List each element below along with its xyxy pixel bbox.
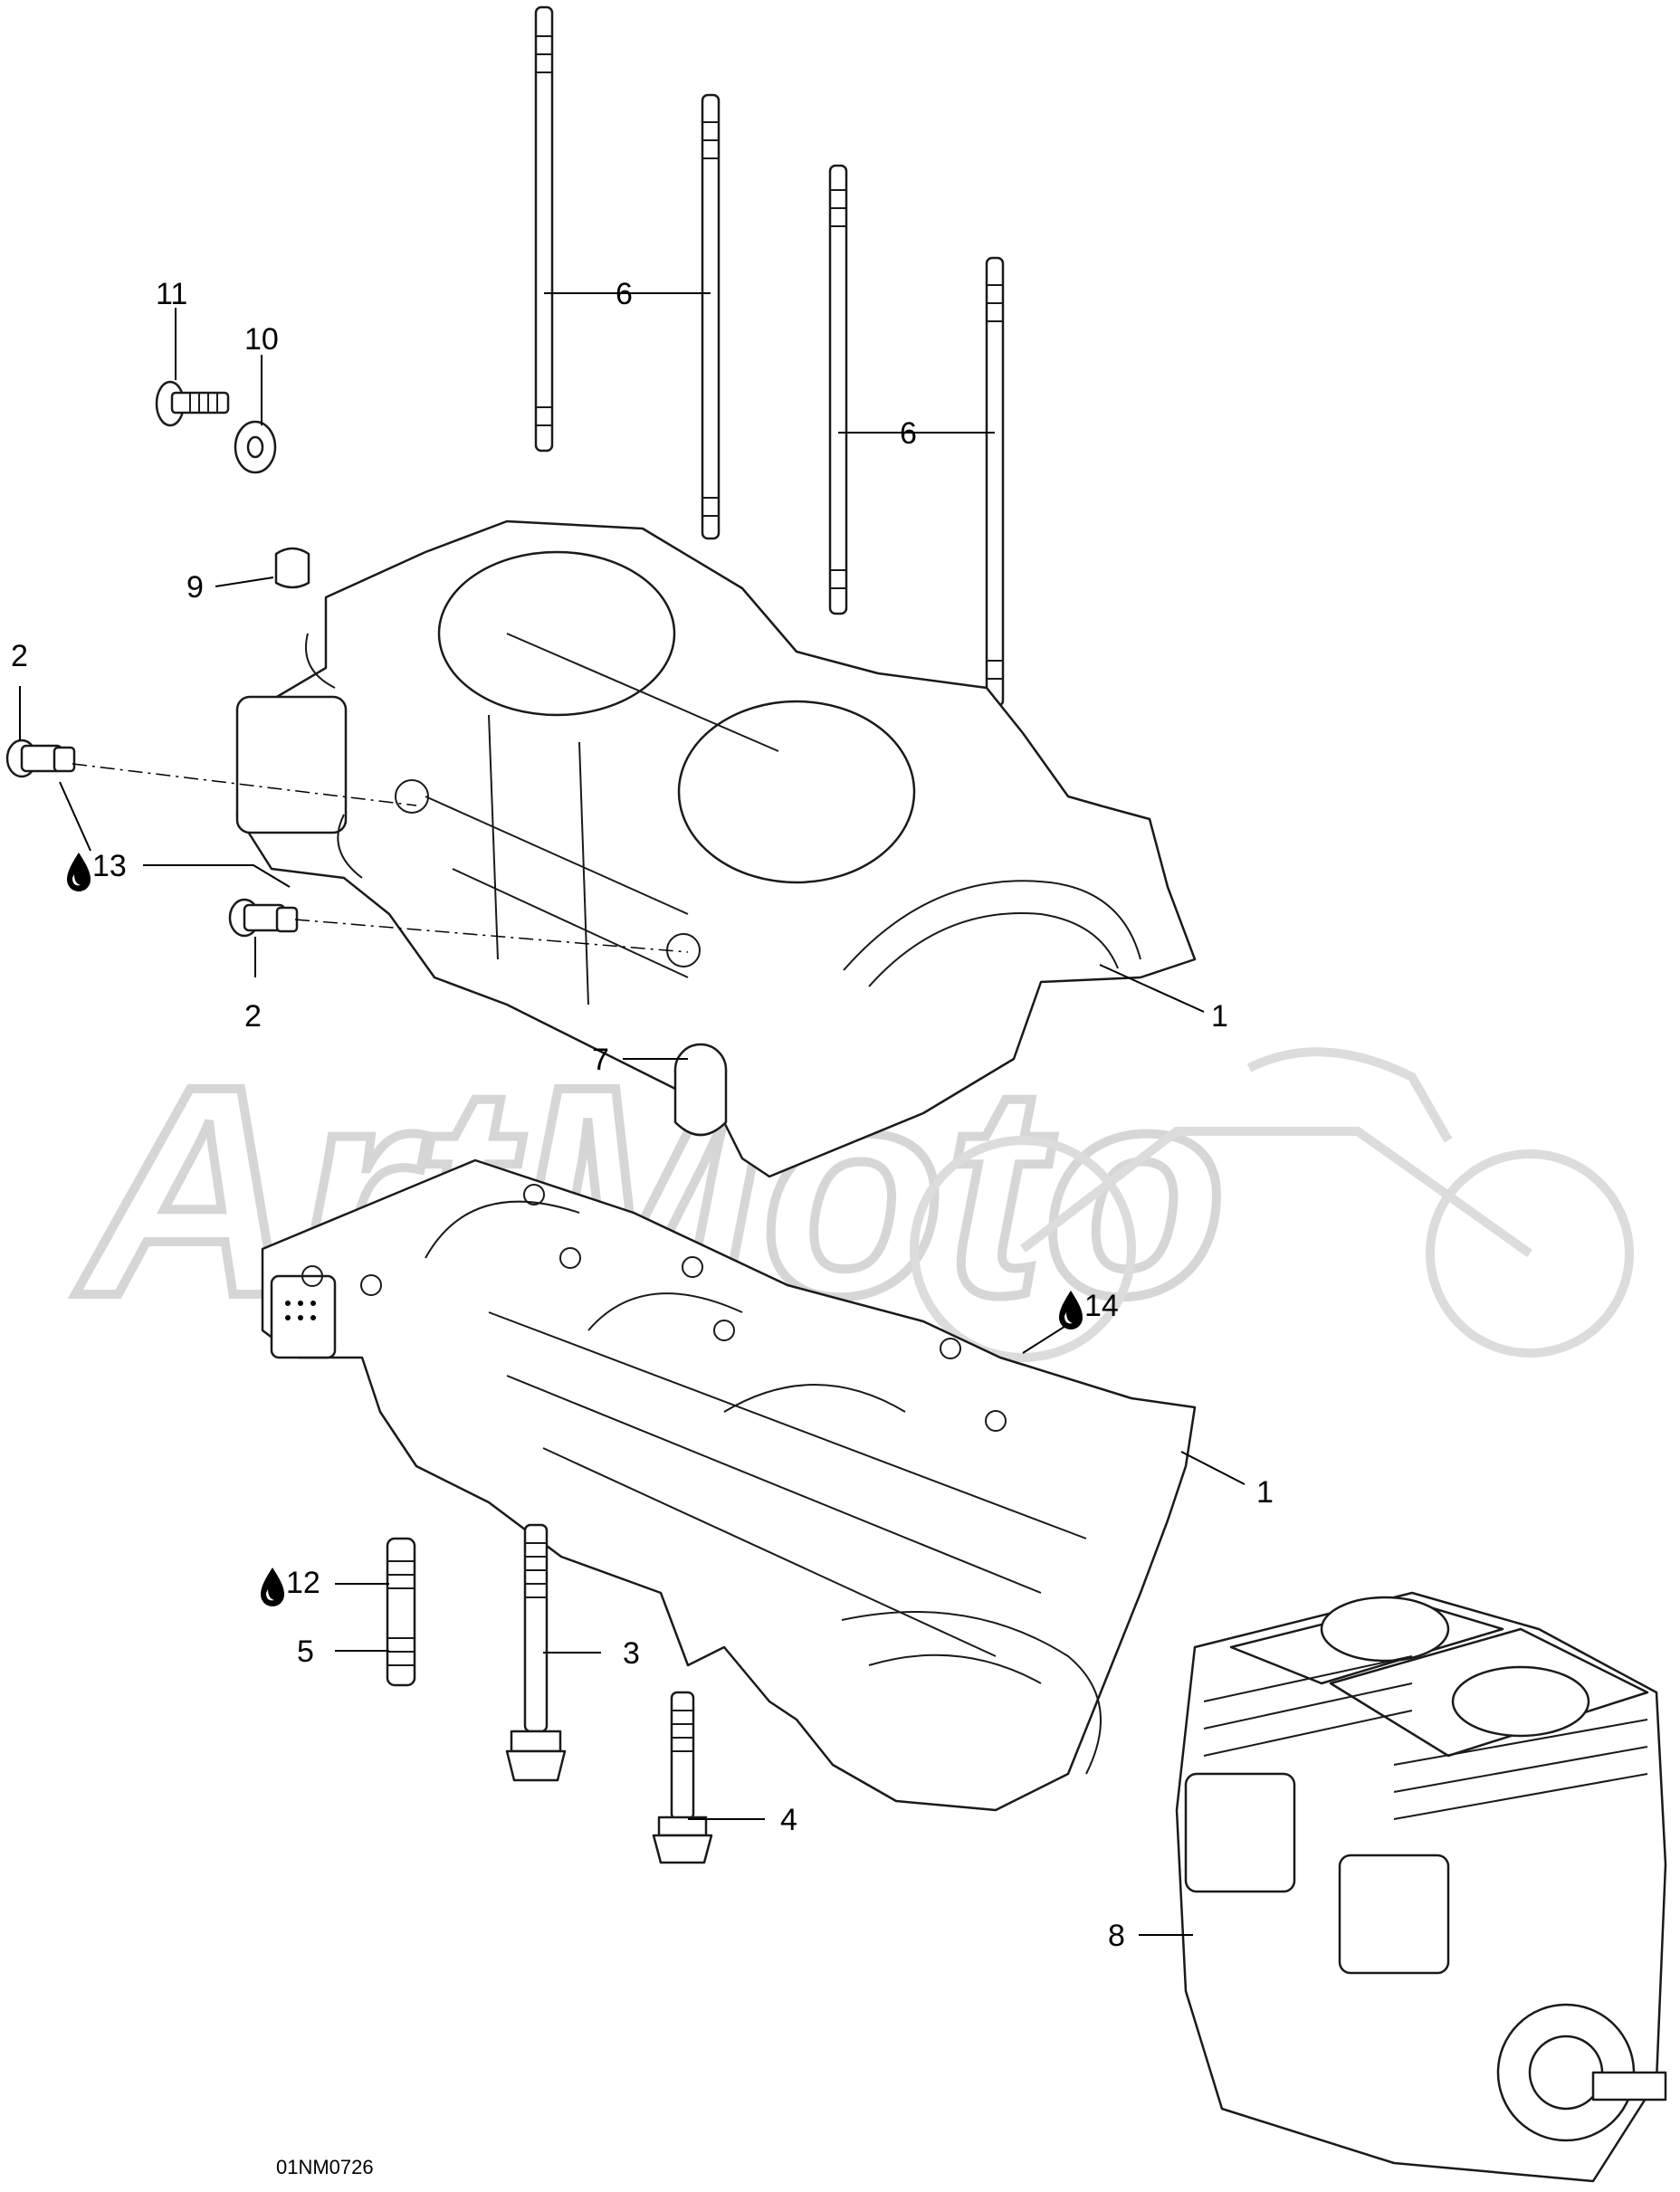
- engine-assembly-8: [1175, 1591, 1667, 2183]
- projection-line-upper: [72, 763, 417, 806]
- bolt-4: [652, 1691, 713, 1864]
- callout-10: 10: [244, 322, 279, 357]
- callout-6a: 6: [616, 277, 633, 311]
- callout-8: 8: [1108, 1919, 1125, 1953]
- lower-crankcase: [261, 1158, 1197, 1812]
- seal-7: [673, 1043, 728, 1137]
- plug-9: [274, 547, 310, 589]
- oil-drop-icon: [1059, 1291, 1083, 1329]
- stud-3: [828, 164, 848, 615]
- stud-6-group: [534, 5, 1005, 708]
- callout-5: 5: [297, 1634, 314, 1669]
- callout-2a: 2: [11, 639, 28, 673]
- callout-4: 4: [780, 1803, 797, 1837]
- svg-text:13: 13: [92, 849, 127, 883]
- upper-crankcase: [235, 519, 1197, 1178]
- leader-lines: [19, 292, 1246, 1936]
- oil-drop-icon: [261, 1568, 284, 1606]
- stud-4: [985, 256, 1005, 708]
- callout-14: 14: [1059, 1289, 1119, 1329]
- callout-12: 12: [261, 1566, 320, 1606]
- bolt-3: [505, 1523, 567, 1782]
- watermark-motorcycle-icon: [910, 1047, 1634, 1362]
- fitting-2-lower: [228, 898, 299, 938]
- stud-1: [534, 5, 554, 453]
- callout-6b: 6: [900, 416, 917, 451]
- callout-2b: 2: [244, 999, 262, 1034]
- oil-drop-icon: [67, 853, 91, 891]
- projection-line-lower: [294, 919, 689, 953]
- callout-7: 7: [592, 1043, 609, 1077]
- callout-11: 11: [156, 277, 187, 311]
- callout-1a: 1: [1211, 999, 1228, 1034]
- callout-9: 9: [186, 570, 204, 605]
- callout-13: 13: [67, 849, 127, 891]
- svg-text:14: 14: [1084, 1289, 1119, 1323]
- washer-10: [234, 420, 277, 474]
- screw-11: [155, 380, 230, 427]
- callout-3: 3: [623, 1636, 640, 1671]
- fitting-2-upper: [5, 739, 76, 778]
- stud-2: [701, 93, 721, 540]
- callout-1b: 1: [1256, 1475, 1274, 1510]
- stud-5: [386, 1537, 416, 1687]
- callout-labels: 11 10 6 6 9 2 13 2 1 7 14 1 12 5 3 4 8 0…: [11, 277, 1274, 2178]
- reference-code: 01NM0726: [276, 2156, 374, 2178]
- svg-text:12: 12: [286, 1566, 320, 1600]
